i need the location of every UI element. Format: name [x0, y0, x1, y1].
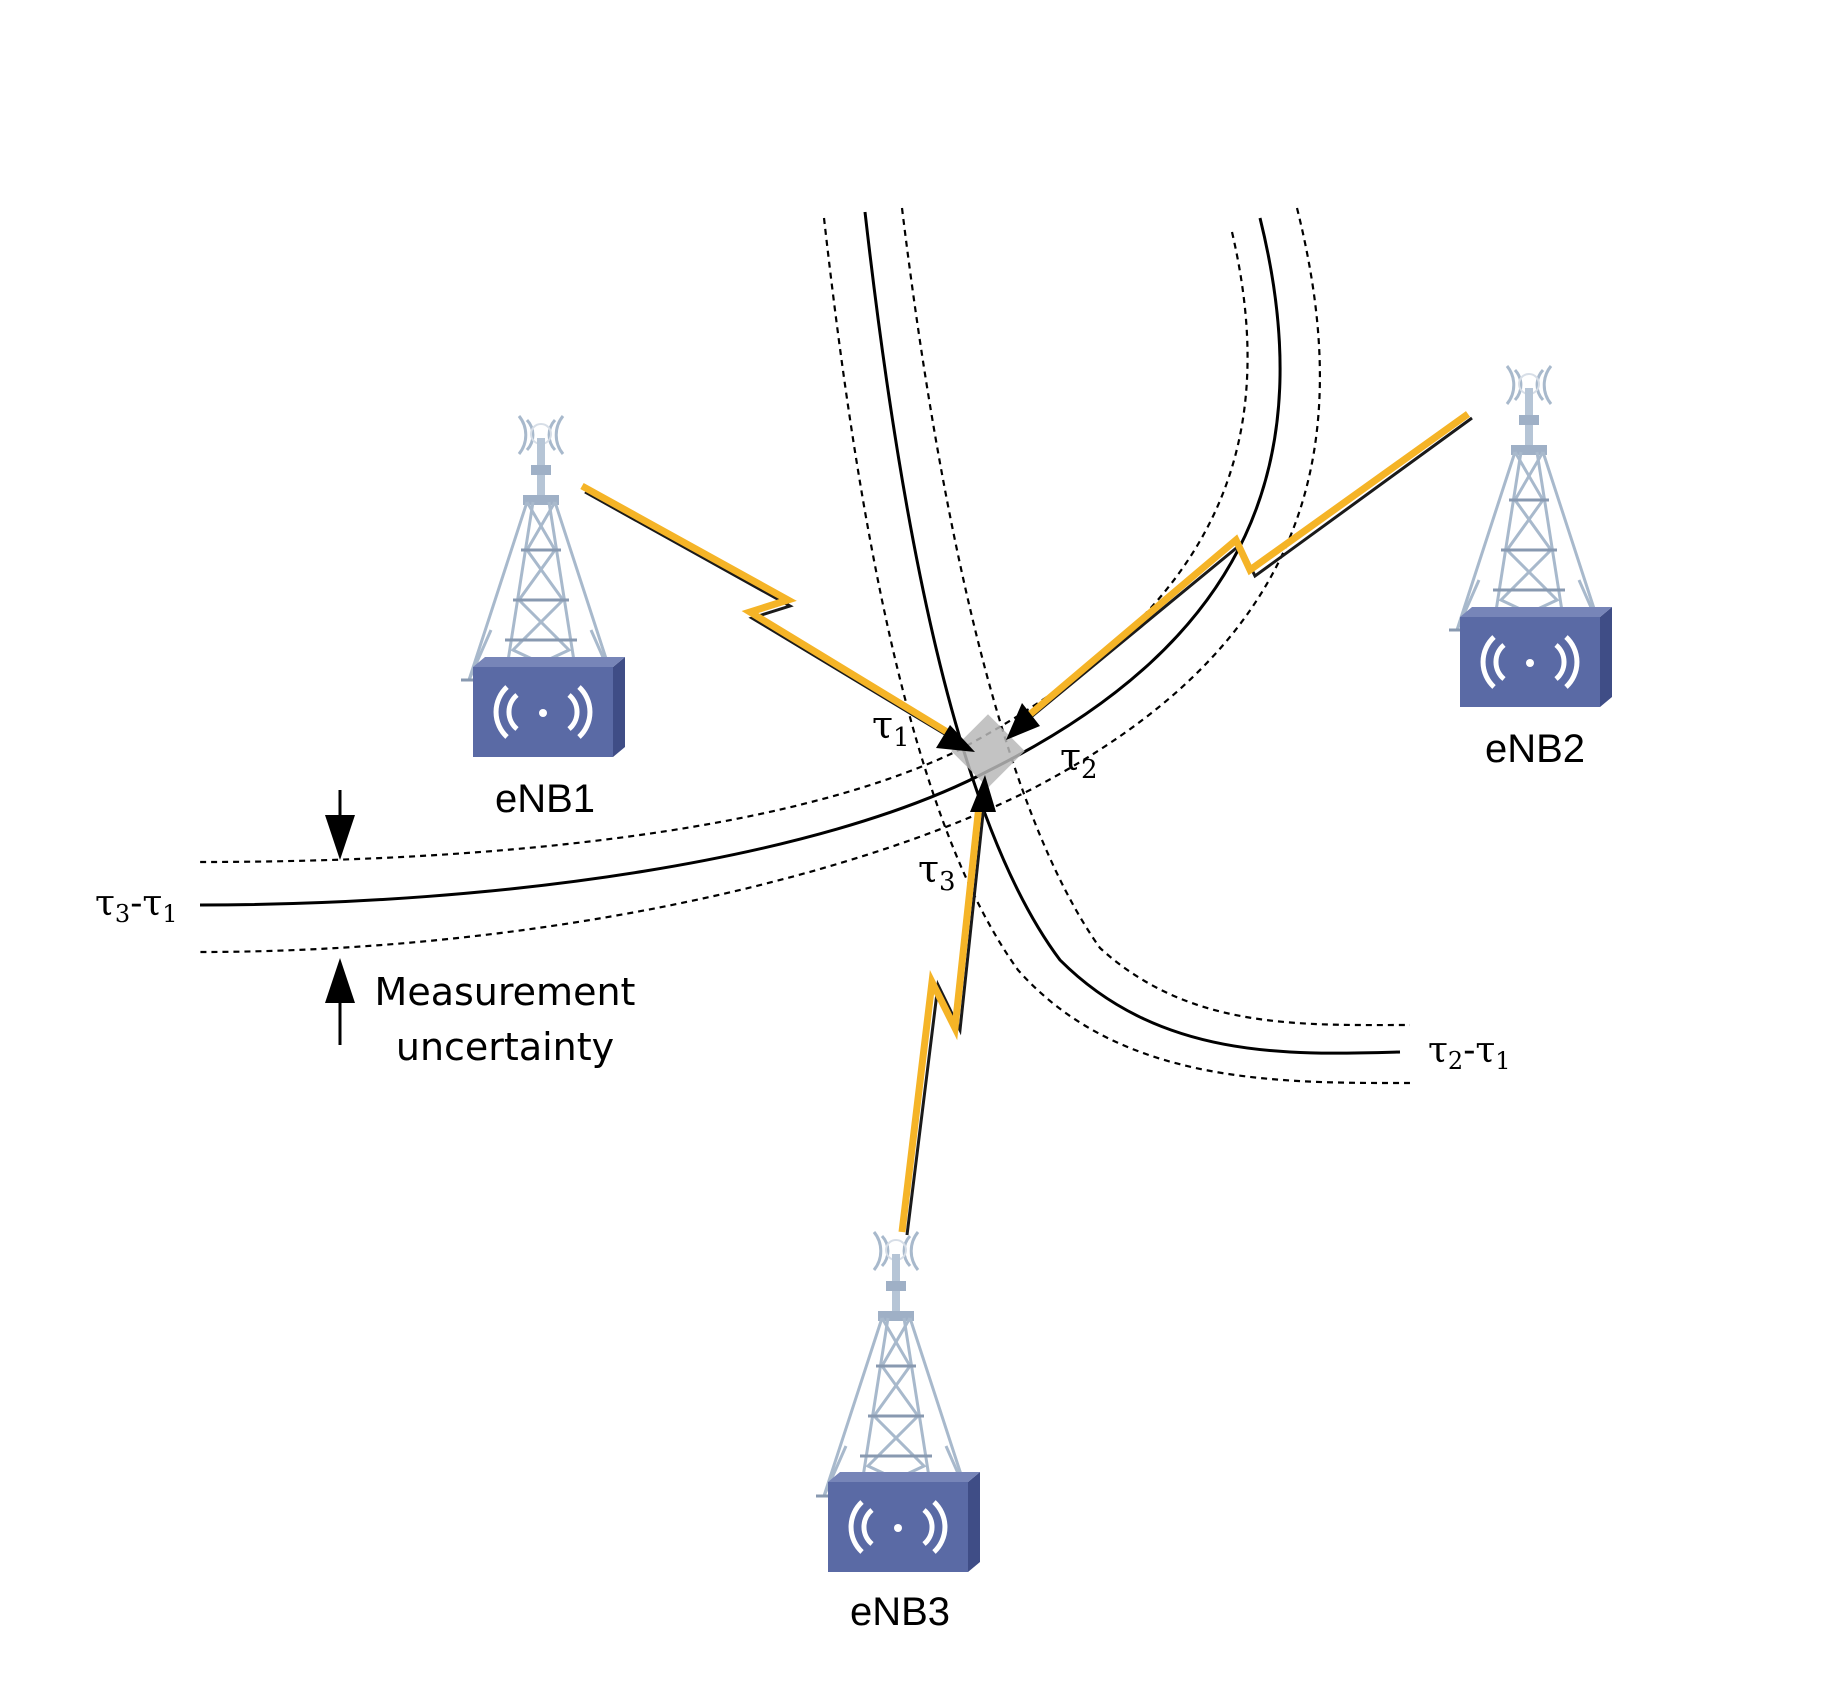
station-label-enb1: eNB1: [495, 777, 595, 821]
station-label-enb3: eNB3: [850, 1590, 950, 1634]
cell-tower-icon: [1447, 364, 1611, 632]
station-enb3: eNB3: [814, 1230, 980, 1634]
signal-bolt-enb1: [580, 482, 975, 752]
radio-wave-icon: [473, 657, 625, 757]
arrow-icon: [1006, 703, 1040, 740]
radio-wave-icon: [828, 1472, 980, 1572]
uncertainty-indicator: Measurement uncertainty: [325, 790, 635, 1069]
hyperbola-label-tau2-tau1: τ2-τ1: [1428, 1030, 1511, 1075]
delay-label-t2: τ2: [1060, 735, 1098, 785]
cell-tower-icon: [814, 1230, 978, 1498]
arrow-icon: [970, 775, 996, 812]
station-enb1: eNB1: [459, 414, 625, 821]
arrow-icon: [325, 958, 355, 1003]
ue-estimate-region: [951, 714, 1025, 788]
uncertainty-label-line2: uncertainty: [396, 1025, 614, 1069]
signal-bolt-enb3: [898, 775, 996, 1236]
hyperbola-label-tau3-tau1: τ3-τ1: [95, 883, 178, 928]
delay-label-t1: τ1: [872, 703, 910, 753]
signal-bolt-enb2: [1006, 411, 1473, 740]
arrow-icon: [936, 725, 975, 752]
delay-label-t3: τ3: [918, 847, 956, 897]
hyperbola-tau2-tau1: [822, 207, 1411, 1085]
station-enb2: eNB2: [1447, 364, 1612, 771]
cell-tower-icon: [459, 414, 623, 682]
arrow-icon: [325, 815, 355, 860]
station-label-enb2: eNB2: [1485, 727, 1585, 771]
uncertainty-label-line1: Measurement: [375, 970, 636, 1014]
hyperbola-tau3-tau1: [199, 207, 1321, 954]
radio-wave-icon: [1460, 607, 1612, 707]
